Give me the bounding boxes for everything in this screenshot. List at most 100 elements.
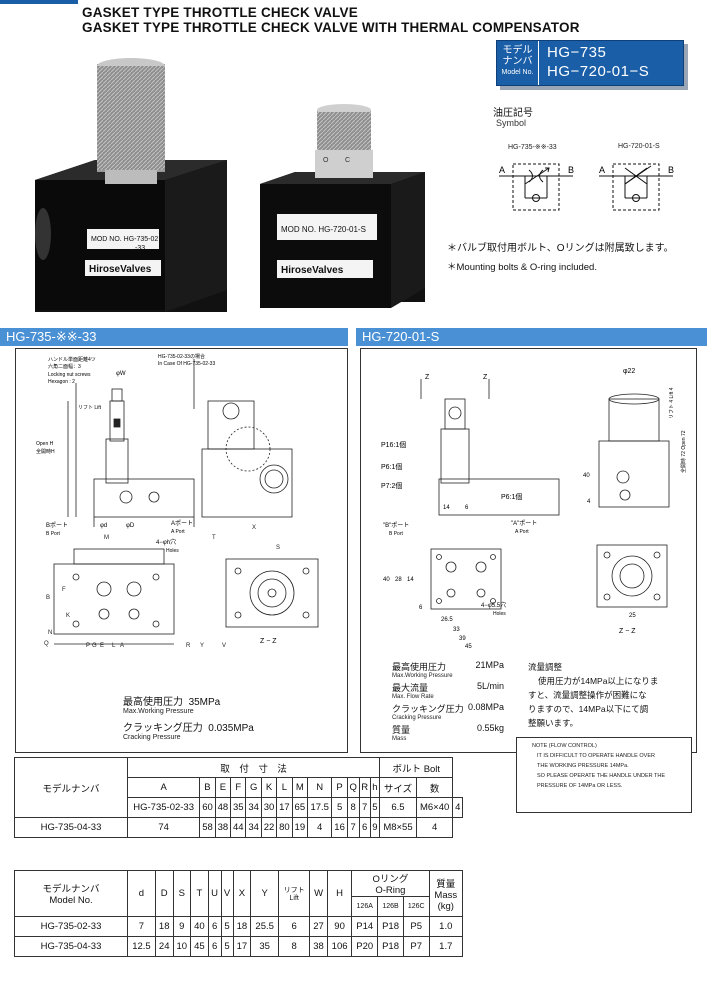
table1-value-cell: 65 <box>291 797 309 818</box>
table2-value-cell: 6 <box>207 916 222 937</box>
dimension-letter: Y <box>200 643 204 649</box>
symbol-title-en: Symbol <box>496 118 527 128</box>
table1-value-cell: 60 <box>199 797 216 818</box>
label-b-port-jp: "B"ポート <box>383 521 409 529</box>
table2-oring-col-header: 126B <box>377 896 404 917</box>
label-d14b: 14 <box>407 577 414 583</box>
table2-col-header: X <box>232 870 252 917</box>
r-max-pressure-val: 21MPa <box>475 660 504 670</box>
label-phi-w: φW <box>116 371 126 377</box>
left-brand: HiroseValves <box>89 264 152 275</box>
table1-col-header: M <box>291 777 309 798</box>
dimension-letter: X <box>252 525 256 531</box>
table2-col-header: W <box>309 870 328 917</box>
table2-value-cell: 12.5 <box>127 936 156 957</box>
table2-mass-cell: 1.7 <box>428 936 464 957</box>
dimension-letter: A <box>120 643 124 649</box>
table2-value-cell: 6 <box>207 936 222 957</box>
table2-value-cell: 40 <box>190 916 209 937</box>
dimension-letter: L <box>112 643 116 649</box>
table1-col-header: h <box>369 777 381 798</box>
table1-col-header: K <box>260 777 278 798</box>
table2-col-header: S <box>172 870 192 917</box>
label-lift4: リフト 4 Lift 4 <box>669 387 675 419</box>
r-max-flow-en: Max. Flow Rate <box>392 694 434 700</box>
table1-value-cell: 44 <box>230 817 247 838</box>
table2-lift-cell: 6 <box>278 916 311 937</box>
table1-value-cell: 80 <box>276 817 293 838</box>
callout-hex-en: Hexagon : 2 <box>48 379 75 385</box>
dimension-letter: N <box>48 630 52 636</box>
table2-value-cell: 9 <box>172 916 192 937</box>
table1-value-cell: 4 <box>307 817 333 838</box>
dimension-letter: T <box>212 535 216 541</box>
section-bar-right: HG-720-01-S <box>356 328 707 346</box>
table2-oring-col-header: 126C <box>402 896 430 917</box>
label-z2: Z <box>483 374 488 381</box>
cracking-en: Cracking Pressure <box>123 734 181 741</box>
table1-col-header: E <box>214 777 232 798</box>
label-d40: 40 <box>383 577 390 583</box>
r-max-pressure-en: Max.Working Pressure <box>392 673 453 679</box>
table1-value-cell: 16 <box>331 817 348 838</box>
label-40: 40 <box>583 473 590 479</box>
table1-header-row: モデルナンバ取 付 寸 法ボルト Bolt <box>14 757 463 818</box>
right-brand: HiroseValves <box>281 265 344 276</box>
table2-col-header: U <box>207 870 222 917</box>
table1-value-cell: 74 <box>126 817 201 838</box>
left-technical-drawing: ハンドル単面距離4ツ 六角二面幅：3 Locking nut screws He… <box>36 353 319 649</box>
table1-value-cell: 38 <box>214 817 232 838</box>
table1-col-header: L <box>276 777 293 798</box>
table2-model-cell: HG-735-04-33 <box>14 936 128 957</box>
label-d26-5: 26.5 <box>441 617 453 623</box>
table2-col-header: H <box>326 870 353 917</box>
label-p6b: P6:1個 <box>501 492 522 501</box>
model-number-box: モデル ナンバ Model No. HG−735 HG−720-01−S <box>496 40 684 86</box>
label-p7: P7:2個 <box>381 481 402 490</box>
product-photos: MOD NO. HG-735-02 -33 HiroseValves MOD N… <box>15 52 470 312</box>
table1-value-cell: 35 <box>230 797 247 818</box>
symbol2-port-b: B <box>668 165 674 175</box>
table1-value-cell: 34 <box>245 797 262 818</box>
valve-photo-right: MOD NO. HG-720-01-S HiroseValves O C <box>260 104 425 308</box>
table1-col-header: R <box>358 777 371 798</box>
table1-value-cell: 8 <box>346 797 360 818</box>
label-open-h: Open H <box>36 441 54 447</box>
table2-value-cell: 7 <box>127 916 156 937</box>
table1-value-cell: 7 <box>346 817 360 838</box>
label-zz: Z − Z <box>619 628 636 635</box>
dimension-letter: K <box>66 613 70 619</box>
table2-oring-col-header: 126A <box>351 896 379 917</box>
label-full-open: 全開時H <box>36 448 55 455</box>
table1-count-cell: 4 <box>415 817 454 838</box>
symbol-thermal-compensator <box>599 163 673 211</box>
callout-case-jp: HG-735-02-33の場合 <box>158 353 205 360</box>
table1-col-header: A <box>126 777 201 798</box>
table1-col-header: F <box>230 777 247 798</box>
page-title-2: GASKET TYPE THROTTLE CHECK VALVE WITH TH… <box>82 20 580 35</box>
label-a-port-jp: Aポート <box>171 519 193 527</box>
valve-photo-left: MOD NO. HG-735-02 -33 HiroseValves <box>35 58 227 312</box>
table1-value-cell: 5 <box>331 797 348 818</box>
dimension-letter: S <box>276 545 280 551</box>
r-cracking-val: 0.08MPa <box>467 702 504 712</box>
model-label: モデル ナンバ Model No. <box>497 41 539 85</box>
table1-size-cell: M6×40 <box>415 797 454 818</box>
r-mass-val: 0.55kg <box>476 723 504 733</box>
flow-control-note-en: NOTE (FLOW CONTROL) IT IS DIFFICULT TO O… <box>532 743 666 789</box>
hydraulic-symbols: A B A B <box>499 163 674 211</box>
dimension-letter: F <box>62 587 66 593</box>
max-pressure-val: 35MPa <box>188 697 221 708</box>
table1-size-cell: M8×55 <box>379 817 417 838</box>
left-specs: 最高使用圧力 35MPa Max.Working Pressure クラッキング… <box>123 693 254 741</box>
symbol1-port-a: A <box>499 165 505 175</box>
